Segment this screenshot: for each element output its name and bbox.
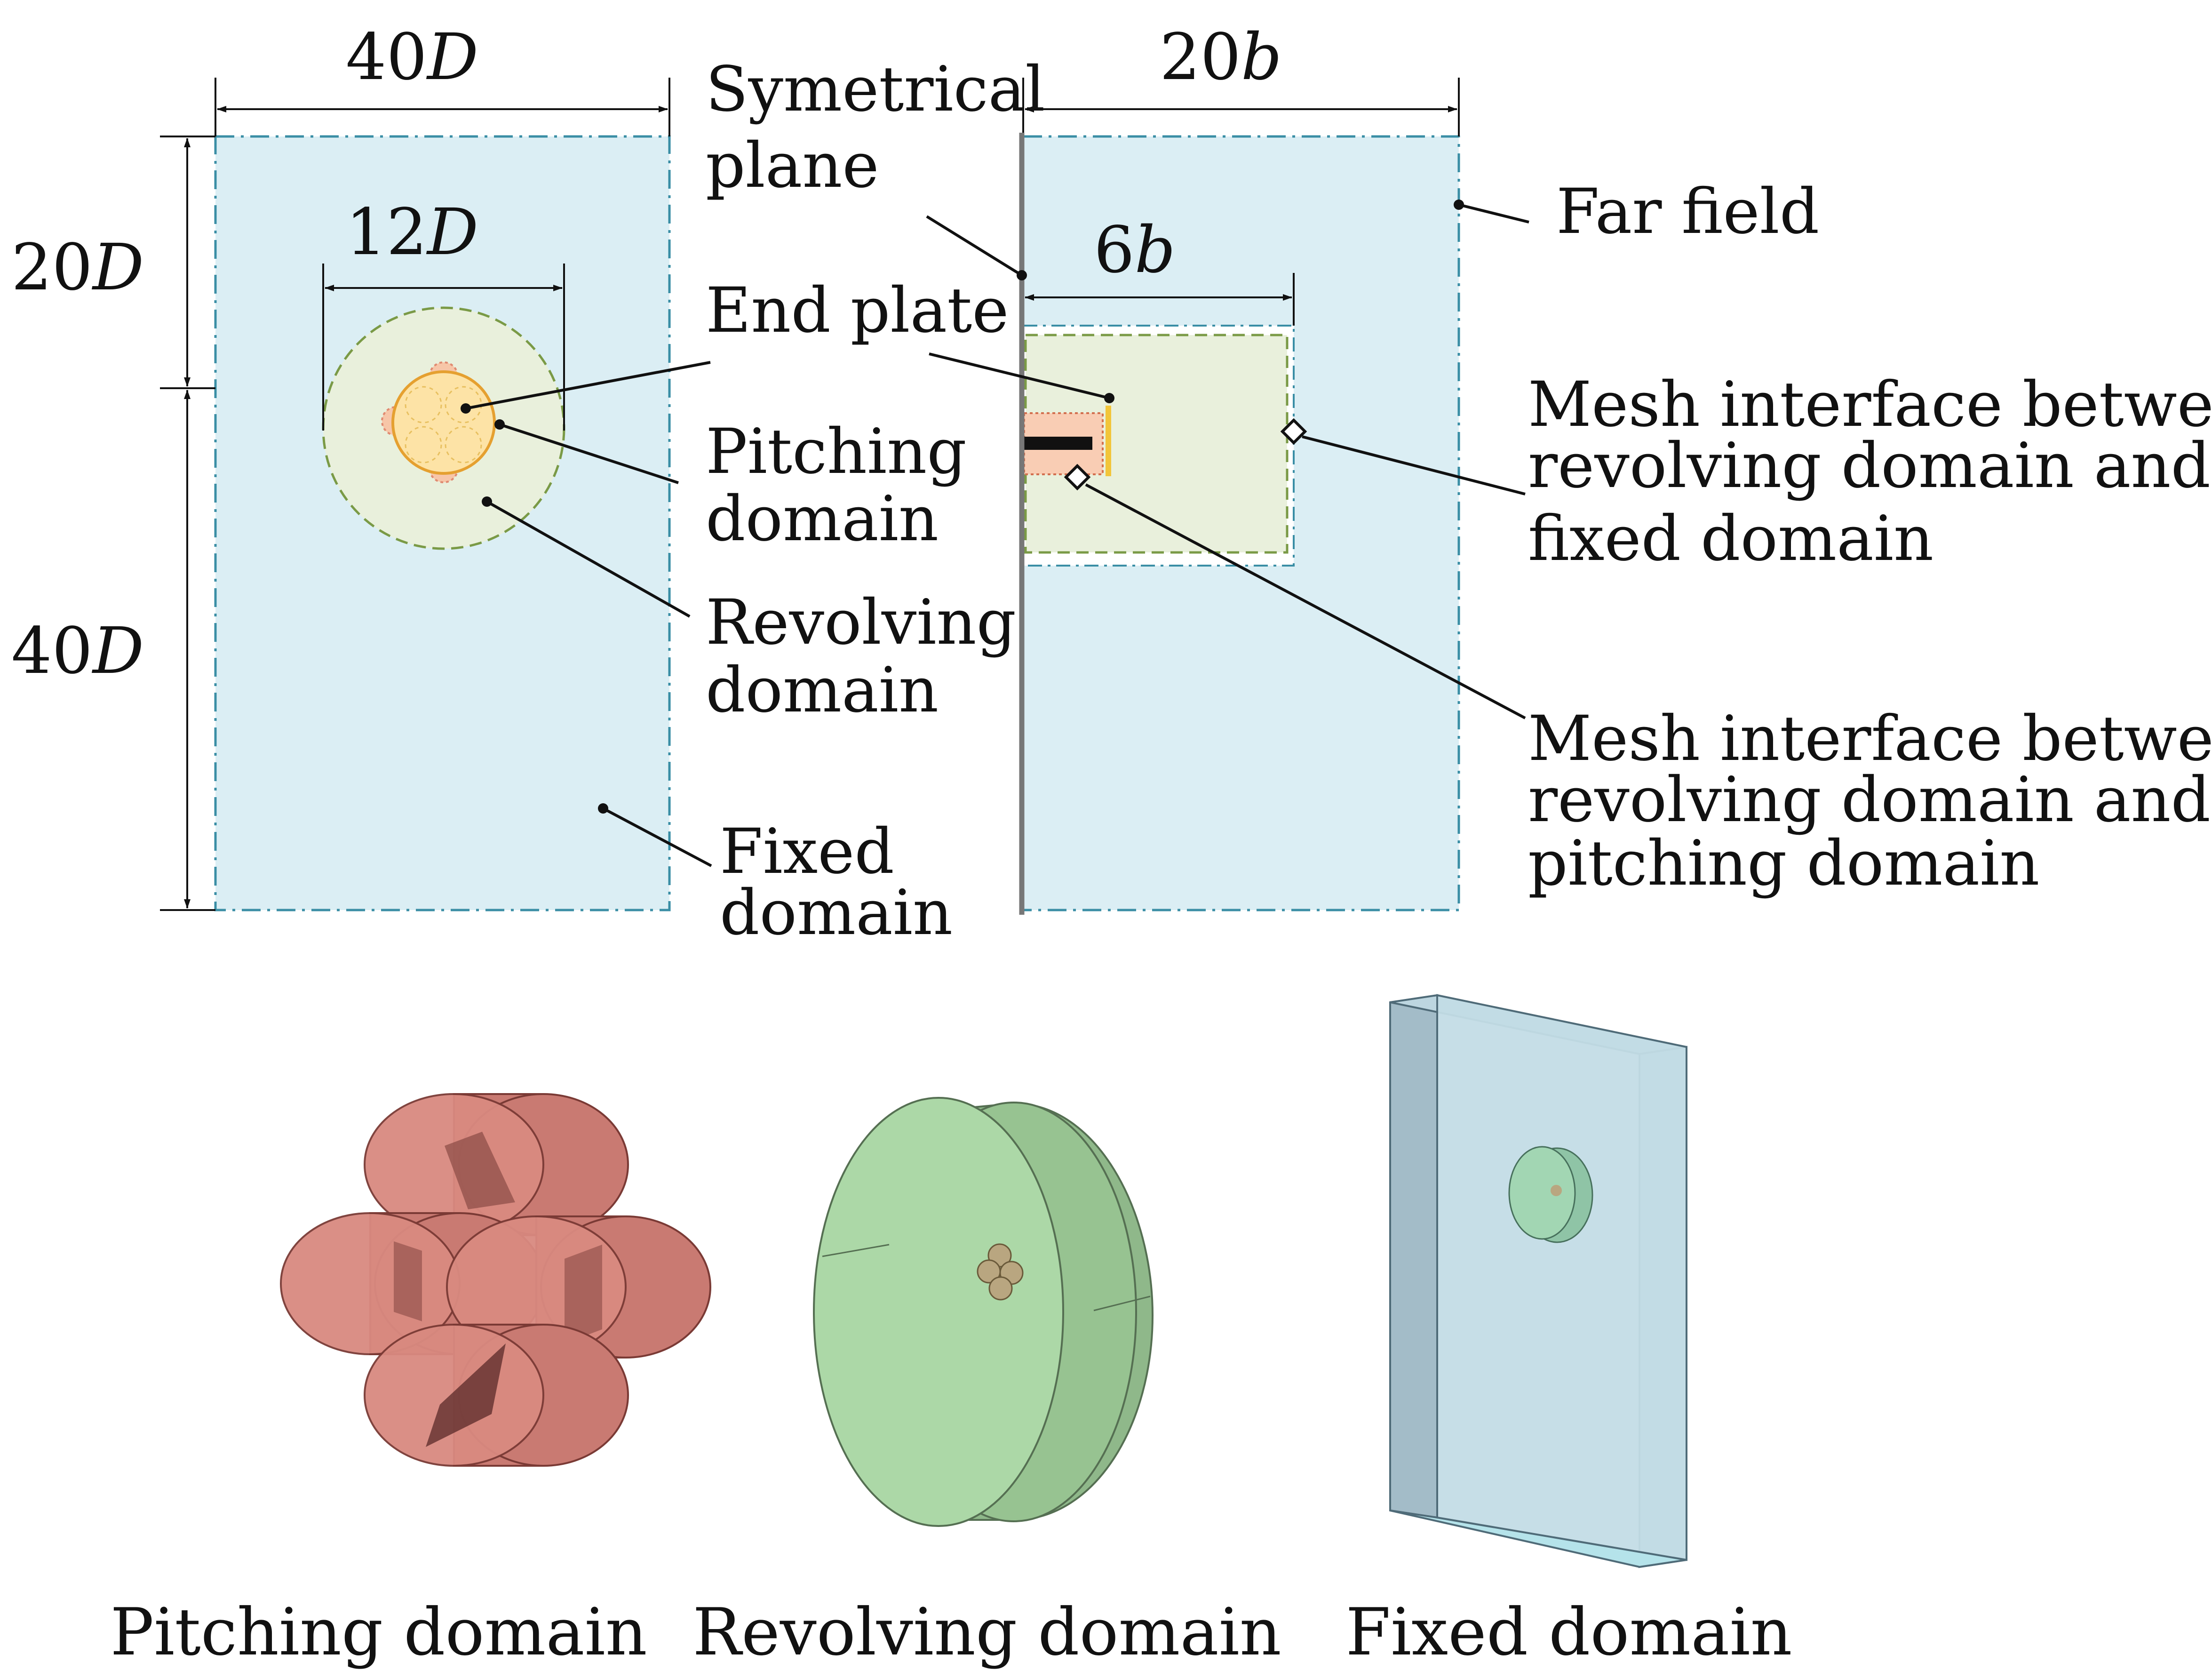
dim-left-bottom-height: 40D xyxy=(11,614,144,688)
revolving-center-cylinders xyxy=(977,1243,1024,1301)
right-2d-view: 20b 6b xyxy=(926,20,1529,915)
caption-pitching-domain: Pitching domain xyxy=(110,1594,647,1670)
left-2d-view: 40D 12D 20D 40D xyxy=(11,20,712,911)
label-mesh-interface-pitching: Mesh interface between revolving domain … xyxy=(1528,703,2212,900)
dim-revolving-diameter: 12D xyxy=(346,195,478,270)
revolving-domain-3d xyxy=(813,1097,1154,1527)
pitching-cylinder-right xyxy=(446,1215,711,1358)
dim-left-top-height: 20D xyxy=(11,231,144,305)
label-pitching-domain: Pitching domain xyxy=(706,416,987,555)
dim-left-width: 40D xyxy=(346,20,478,95)
label-revolving-domain: Revolving domain xyxy=(706,586,1036,727)
dim-right-inner-width: 6b xyxy=(1094,213,1176,288)
caption-fixed-domain: Fixed domain xyxy=(1345,1594,1792,1670)
interface-marker-fixed xyxy=(1280,418,1307,445)
revolving-disc-face xyxy=(813,1097,1064,1527)
label-mesh-interface-fixed: Mesh interface between revolving domain … xyxy=(1528,368,2212,575)
pitching-cylinder-bottom xyxy=(364,1324,629,1467)
wing-section xyxy=(1024,437,1092,450)
pitching-domain-3d xyxy=(280,1093,711,1467)
interface-marker-pitching xyxy=(1064,463,1091,491)
pitching-domain-circle xyxy=(381,361,496,483)
end-plate xyxy=(1106,406,1111,476)
dim-right-width: 20b xyxy=(1160,20,1282,95)
fixed-domain-3d xyxy=(1389,994,1687,1568)
label-end-plate: End plate xyxy=(706,274,1009,347)
label-fixed-domain: Fixed domain xyxy=(720,815,953,949)
label-far-field: Far field xyxy=(1556,176,1819,248)
fixed-inner-revolving xyxy=(1508,1146,1593,1243)
pitching-cylinder-top xyxy=(364,1093,629,1236)
label-symmetrical-plane: Symetrical plane xyxy=(706,53,1065,202)
caption-revolving-domain: Revolving domain xyxy=(692,1594,1281,1670)
